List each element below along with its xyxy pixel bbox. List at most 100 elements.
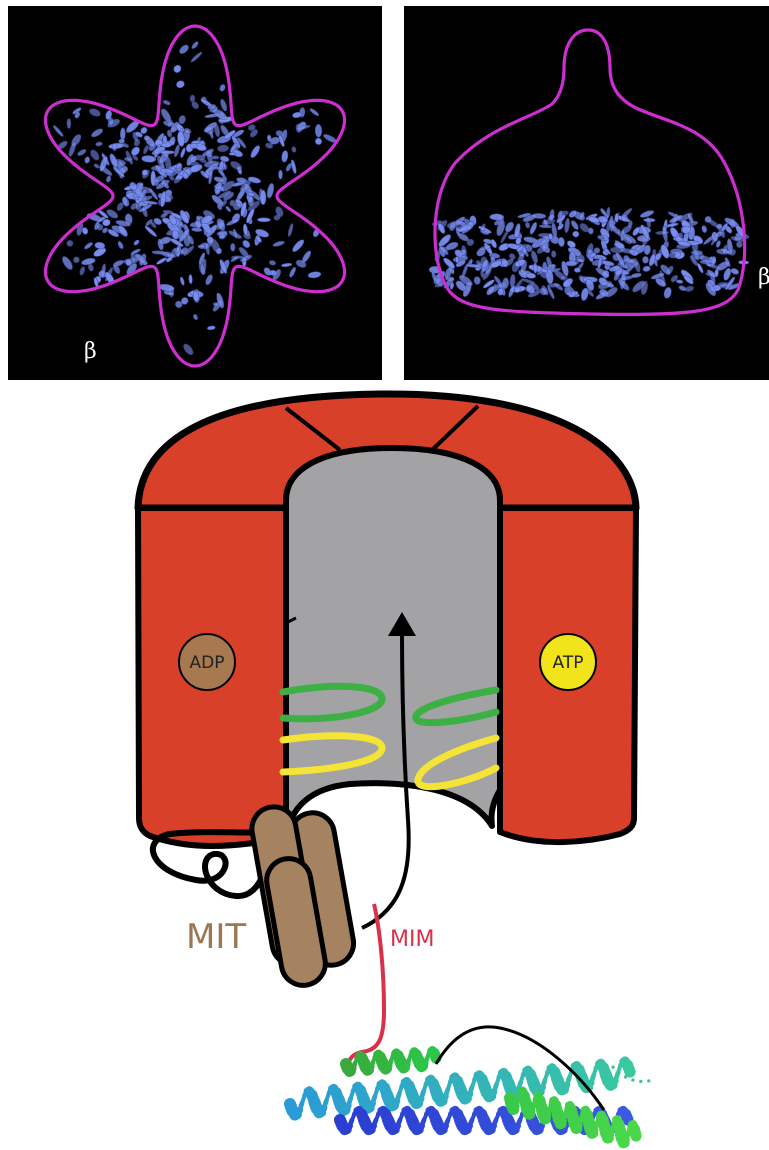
helix-blob <box>83 241 93 250</box>
helix-blob <box>76 148 87 157</box>
helix-blob <box>160 150 174 154</box>
helix-blob <box>67 141 77 157</box>
helix-blob <box>525 221 531 228</box>
helix-blob <box>572 231 580 238</box>
helix-blob <box>219 98 228 112</box>
helix-blob <box>90 127 104 139</box>
helix-blob <box>642 265 650 272</box>
helix-blob <box>551 250 556 257</box>
helix-blob <box>178 43 190 55</box>
helix-blob <box>207 325 216 330</box>
helix-blob <box>526 273 536 279</box>
helix-blob <box>120 128 125 140</box>
helix-blob <box>315 124 322 137</box>
side-view-panel: β <box>404 6 769 380</box>
helix-blob <box>89 148 102 162</box>
helix-blob <box>133 239 140 246</box>
helix-blob <box>213 123 220 137</box>
helix-blob <box>141 155 156 163</box>
helix-blob <box>176 162 182 171</box>
helix-blob <box>162 99 171 106</box>
atp-label: ATP <box>553 653 584 673</box>
cartoon-diagram: ADP ATP MIT MIM <box>0 380 769 1150</box>
helix-blob <box>292 111 302 118</box>
mim-label: MIM <box>390 927 434 952</box>
helix-blob <box>243 224 248 236</box>
helix-blob <box>691 250 703 255</box>
helix-blob <box>308 271 322 279</box>
helix-blob <box>180 147 187 158</box>
helix-blob <box>212 156 220 160</box>
helix-blob <box>314 137 323 146</box>
helix-blob <box>225 205 232 212</box>
helix-blob <box>281 263 292 267</box>
helix-blob <box>504 220 516 233</box>
helix-blob <box>229 152 236 156</box>
helix-blob <box>548 233 553 240</box>
helix-blob <box>663 286 673 299</box>
helix-blob <box>84 156 90 164</box>
hexamer-side-density <box>429 207 750 301</box>
helix-blob <box>204 273 214 286</box>
side-view-figure: β <box>404 6 769 380</box>
helix-blob <box>112 143 117 151</box>
helix-blob <box>291 146 296 153</box>
helix-blob <box>152 250 168 255</box>
helix-blob <box>574 267 581 272</box>
helix-blob <box>67 118 71 128</box>
helix-blob <box>179 276 185 285</box>
helix-blob <box>523 236 538 244</box>
helix-blob <box>617 229 622 237</box>
helix-blob <box>219 83 227 92</box>
helix-blob <box>81 257 96 266</box>
helix-blob <box>162 135 167 143</box>
helix-blob <box>94 242 105 250</box>
helix-blob <box>532 213 546 219</box>
adp-label: ADP <box>190 653 225 673</box>
helix-blob <box>279 170 283 179</box>
helix-blob <box>309 107 320 117</box>
beta-label-top: β <box>84 339 97 364</box>
helix-blob <box>291 238 306 253</box>
helix-blob <box>587 215 600 223</box>
helix-blob <box>570 219 580 231</box>
hexamer-ring-density <box>52 40 338 356</box>
helix-blob <box>192 313 198 320</box>
helix-blob <box>266 183 275 199</box>
helix-blob <box>249 144 261 159</box>
helix-blob <box>269 260 277 266</box>
helix-blob <box>272 240 285 248</box>
helix-blob <box>615 213 619 222</box>
helix-blob <box>248 196 254 206</box>
helix-blob <box>217 144 229 152</box>
helix-blob <box>566 239 577 249</box>
helix-blob <box>144 135 151 141</box>
ribbon-helix-short <box>346 1051 436 1072</box>
helix-blob <box>260 190 266 205</box>
helix-blob <box>257 218 270 222</box>
helix-blob <box>281 150 289 163</box>
helix-blob <box>558 237 565 247</box>
helix-blob <box>52 124 64 137</box>
helix-blob <box>676 279 683 283</box>
helix-blob <box>701 225 708 233</box>
mit-label: MIT <box>186 917 246 957</box>
helix-blob <box>172 64 182 74</box>
helix-blob <box>502 277 510 289</box>
helix-blob <box>288 266 297 278</box>
helix-blob <box>588 228 594 235</box>
helix-blob <box>67 240 74 246</box>
helix-blob <box>191 40 200 49</box>
helix-blob <box>529 221 539 235</box>
helix-blob <box>159 283 175 292</box>
helix-blob <box>173 144 181 158</box>
top-view-panel: β <box>8 6 382 380</box>
helix-blob <box>539 224 552 228</box>
top-view-figure: β <box>8 6 382 380</box>
helix-blob <box>88 107 102 118</box>
helix-blob <box>73 256 81 264</box>
helix-blob <box>156 257 168 266</box>
helix-blob <box>122 142 130 149</box>
substrate-ribbon-structure <box>290 1051 636 1144</box>
helix-blob <box>182 342 195 356</box>
